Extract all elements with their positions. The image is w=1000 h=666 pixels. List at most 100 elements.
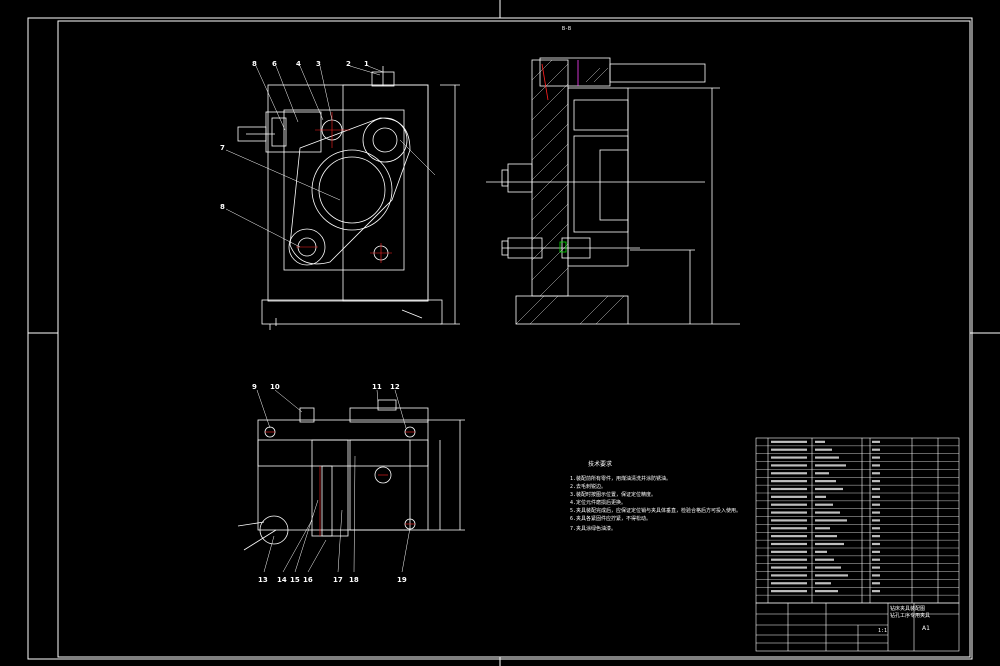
parts-cell-text-mark [815,511,840,514]
parts-cell-text-mark [815,574,848,577]
parts-cell-text-mark [872,535,880,538]
note-line-7: 7.夹具涂绿色油漆。 [570,525,616,532]
note-line-2: 2.去毛刺锐边。 [570,483,606,490]
parts-cell-text-mark [872,566,880,569]
drawing-name-line2: 钻孔工序专用夹具 [890,612,930,619]
note-line-1: 1.装配前所有零件，用煤油清洗并涂防锈油。 [570,475,671,482]
parts-cell-text-mark [815,456,839,459]
parts-cell-text-mark [815,542,844,546]
parts-cell-text-mark [771,448,807,451]
bottom-view-balloons-bottom: 13 14 15 16 17 18 19 [258,576,407,584]
parts-cell-text-mark [771,566,807,569]
front-view-leaders [225,65,436,248]
parts-cell-text-mark [771,440,807,443]
sheet-frame [27,0,1000,666]
parts-cell-text-mark [771,542,807,546]
balloon-17: 17 [333,576,343,584]
balloon-8b: 8 [220,203,225,211]
balloon-2: 2 [346,60,351,68]
title-block-text: 钻床夹具装配图 钻孔工序专用夹具 A1 1:1 [878,605,930,634]
parts-cell-text-mark [872,440,880,443]
bottom-view-balloons-top: 9 10 11 12 [252,383,400,391]
balloon-1: 1 [364,60,369,68]
balloon-18: 18 [349,576,359,584]
parts-cell-text-mark [815,480,836,483]
parts-cell-text-mark [815,558,834,561]
balloon-10: 10 [270,383,280,391]
parts-cell-text-mark [771,495,807,498]
bottom-view-red-marks [265,431,415,536]
balloon-14: 14 [277,576,287,584]
side-view [486,57,740,325]
notes-title: 技术要求 [588,460,612,468]
parts-cell-text-mark [872,464,880,467]
parts-cell-text-mark [771,590,807,593]
parts-cell-text-mark [872,487,880,491]
bottom-view [237,399,465,551]
technical-notes: 技术要求 1.装配前所有零件，用煤油清洗并涂防锈油。 2.去毛刺锐边。 3.装配… [570,460,741,532]
parts-cell-text-mark [815,566,841,569]
parts-cell-text-mark [771,574,807,577]
parts-cell-text-mark [872,495,880,498]
balloon-7: 7 [220,144,225,152]
parts-cell-text-mark [872,558,880,561]
parts-cell-text-mark [872,542,880,546]
note-line-6: 6.夹具各紧固件应拧紧，不得松动。 [570,515,651,522]
parts-cell-text-mark [815,535,837,538]
parts-cell-text-mark [771,456,807,459]
parts-cell-text-mark [872,590,880,593]
bottom-view-leaders [256,389,411,573]
parts-cell-text-mark [872,582,880,585]
parts-cell-text-mark [815,527,830,530]
parts-cell-text-mark [815,495,826,498]
parts-cell-text-mark [815,440,825,443]
parts-list-rows [756,445,959,596]
sheet-code: A1 [922,625,930,632]
parts-cell-text-mark [815,582,831,585]
parts-cell-text-mark [872,503,880,506]
parts-cell-text-mark [771,519,807,522]
parts-cell-text-mark [872,574,880,577]
parts-cell-text-mark [815,519,847,522]
balloon-15: 15 [290,576,300,584]
drawing-name-line1: 钻床夹具装配图 [890,605,925,612]
parts-cell-text-mark [771,472,807,475]
balloon-6: 6 [272,60,277,68]
parts-cell-text-mark [815,550,827,553]
note-line-3: 3.装配时按图示位置，保证定位精度。 [570,491,656,498]
parts-cell-text-mark [872,456,880,459]
front-view-centerlines [296,112,392,263]
parts-list [755,437,960,604]
note-line-5: 5.夹具装配完成后，应保证定位销与夹具体垂直，检验合格后方可投入使用。 [570,507,741,514]
side-view-accents [541,60,579,253]
parts-cell-text-mark [815,448,832,451]
balloon-3: 3 [316,60,321,68]
parts-cell-text-mark [771,527,807,530]
parts-cell-text-mark [872,527,880,530]
side-view-hatching [515,59,625,325]
scale-value: 1:1 [878,628,887,634]
parts-cell-text-mark [872,448,880,451]
parts-cell-text-mark [815,464,846,467]
parts-cell-text-mark [771,511,807,514]
parts-cell-text-mark [815,472,829,475]
front-view [237,66,460,330]
parts-cell-text-mark [771,582,807,585]
balloon-19: 19 [397,576,407,584]
balloon-8: 8 [252,60,257,68]
parts-cell-text-mark [815,590,838,593]
front-view-balloons: 8 6 4 3 2 1 7 8 [220,60,369,211]
parts-cell-text-mark [771,558,807,561]
section-label: B-B [562,26,571,32]
note-line-4: 4.定位元件磨损后更换。 [570,499,626,506]
balloon-16: 16 [303,576,313,584]
parts-list-cell-fills [771,440,880,593]
parts-cell-text-mark [872,511,880,514]
balloon-9: 9 [252,383,257,391]
parts-cell-text-mark [771,480,807,483]
parts-cell-text-mark [771,550,807,553]
parts-cell-text-mark [815,487,843,491]
parts-cell-text-mark [872,519,880,522]
balloon-11: 11 [372,383,382,391]
